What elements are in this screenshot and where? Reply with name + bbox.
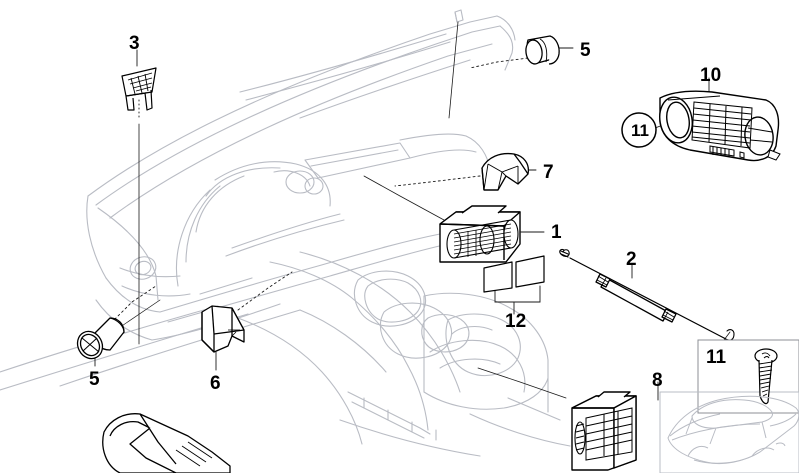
callout-2: 2 xyxy=(626,249,637,270)
callout-12: 12 xyxy=(505,311,527,332)
callout-10: 10 xyxy=(700,65,722,86)
callout-8: 8 xyxy=(652,370,663,391)
callout-3: 3 xyxy=(129,33,140,54)
callout-11-box: 11 xyxy=(706,347,727,368)
callout-5-upper: 5 xyxy=(580,40,591,61)
callout-7: 7 xyxy=(543,162,554,183)
callout-6: 6 xyxy=(210,373,221,394)
callout-5-lower: 5 xyxy=(89,369,100,390)
callout-1: 1 xyxy=(551,222,562,243)
callout-11-circled: 11 xyxy=(631,121,649,140)
